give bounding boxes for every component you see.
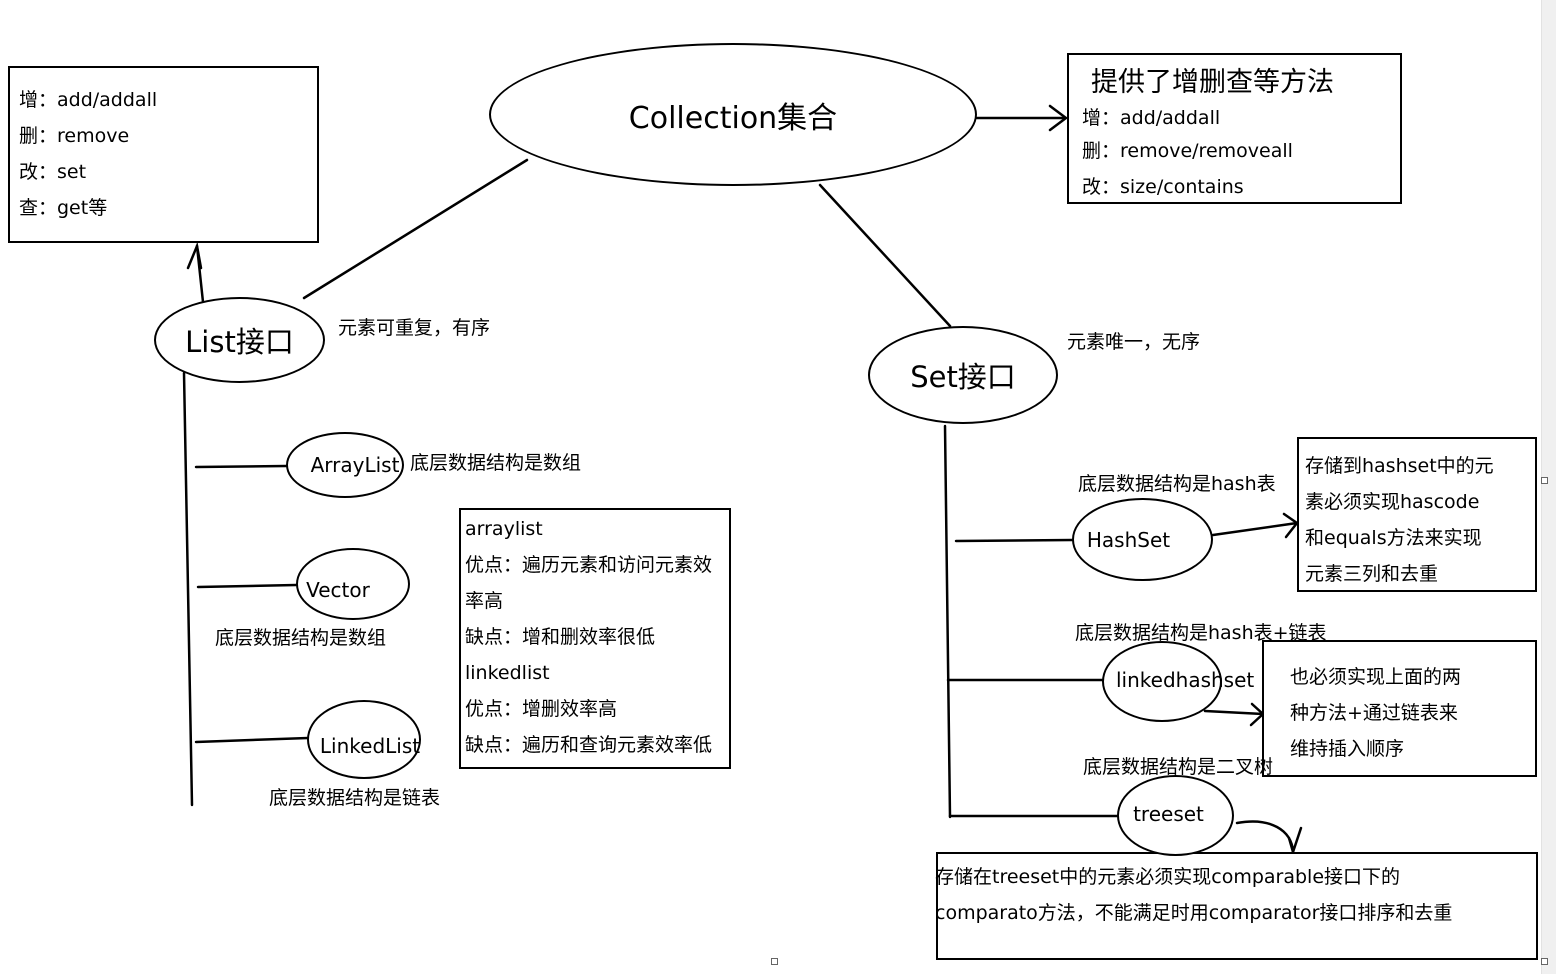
hashset-note-line: 和equals方法来实现 <box>1305 527 1482 549</box>
arrowhead-treeset-note <box>1287 826 1303 857</box>
set-trunk <box>943 424 952 819</box>
compare-line: 率高 <box>465 590 504 612</box>
compare-line: 缺点：遍历和查询元素效率低 <box>465 734 713 756</box>
set-node-label: Set接口 <box>910 360 1016 394</box>
linkedhashset-node: linkedhashset <box>1102 641 1254 722</box>
compare-line: linkedlist <box>465 662 550 684</box>
linkedhashset-node-label: linkedhashset <box>1116 667 1255 692</box>
linkedhashset-note-line: 种方法+通过链表来 <box>1290 702 1458 724</box>
edge-treeset-note <box>1235 820 1295 854</box>
vector-description: 底层数据结构是数组 <box>215 627 387 649</box>
edge-list-vector <box>196 583 298 589</box>
arrowhead-collection-box <box>1048 104 1069 132</box>
treeset-node-label: treeset <box>1133 802 1204 826</box>
collection-node: Collection集合 <box>489 43 977 186</box>
edge-list-linkedlist <box>194 736 310 744</box>
list-description: 元素可重复，有序 <box>338 317 491 339</box>
compare-line: arraylist <box>465 518 543 540</box>
linkedhashset-note-box: 也必须实现上面的两 种方法+通过链表来 维持插入顺序 <box>1262 640 1537 777</box>
collection-methods-heading: 提供了增删查等方法 <box>1091 67 1334 98</box>
linkedhashset-description: 底层数据结构是hash表+链表 <box>1075 622 1327 644</box>
hashset-node: HashSet <box>1072 498 1213 581</box>
canvas-resize-handle-right[interactable] <box>1541 477 1548 484</box>
arrowhead-list-box <box>186 241 203 270</box>
edge-linkedhashset-note <box>1203 709 1265 716</box>
linkedhashset-note-line: 维持插入顺序 <box>1290 738 1405 760</box>
list-method-line: 增：add/addall <box>19 89 158 111</box>
compare-line: 缺点：增和删效率很低 <box>465 626 656 648</box>
list-trunk <box>182 371 194 807</box>
linkedlist-description: 底层数据结构是链表 <box>269 787 441 809</box>
treeset-note-line: comparato方法，不能满足时用comparator接口排序和去重 <box>935 902 1453 924</box>
list-method-line: 删：remove <box>19 125 130 147</box>
list-node: List接口 <box>154 297 325 383</box>
vector-node: Vector <box>296 548 410 620</box>
collection-methods-box: 提供了增删查等方法 增：add/addall 删：remove/removeal… <box>1067 53 1402 204</box>
edge-set-hashset <box>954 538 1074 543</box>
compare-line: 优点：遍历元素和访问元素效 <box>465 554 713 576</box>
hashset-note-line: 元素三列和去重 <box>1305 563 1439 585</box>
vector-node-label: Vector <box>306 578 370 602</box>
compare-line: 优点：增删效率高 <box>465 698 618 720</box>
canvas-resize-handle-bottom[interactable] <box>771 958 778 965</box>
hashset-note-line: 存储到hashset中的元 <box>1305 455 1494 477</box>
treeset-note-line: 存储在treeset中的元素必须实现comparable接口下的 <box>935 866 1401 888</box>
edge-list-arraylist <box>194 464 288 469</box>
set-node: Set接口 <box>868 326 1058 424</box>
linkedlist-node-label: LinkedList <box>319 733 421 758</box>
vertical-scrollbar[interactable] <box>1541 0 1556 974</box>
list-compare-box: arraylist 优点：遍历元素和访问元素效 率高 缺点：增和删效率很低 li… <box>459 508 731 769</box>
set-description: 元素唯一，无序 <box>1067 331 1201 353</box>
linkedhashset-note-line: 也必须实现上面的两 <box>1290 666 1462 688</box>
edge-collection-list <box>302 158 529 300</box>
hashset-node-label: HashSet <box>1086 527 1171 552</box>
list-method-line: 查：get等 <box>19 197 108 219</box>
linkedlist-node: LinkedList <box>307 700 421 779</box>
treeset-description: 底层数据结构是二叉树 <box>1083 756 1274 778</box>
collection-method-line: 增：add/addall <box>1082 107 1221 129</box>
treeset-node: treeset <box>1117 775 1234 856</box>
arraylist-node-label: ArrayList <box>310 453 400 477</box>
edge-collection-set <box>818 183 952 328</box>
hashset-note-line: 素必须实现hascode <box>1305 491 1480 513</box>
collection-node-label: Collection集合 <box>628 100 838 136</box>
hashset-description: 底层数据结构是hash表 <box>1078 473 1276 495</box>
edge-hashset-note <box>1211 521 1299 537</box>
arraylist-description: 底层数据结构是数组 <box>410 452 582 474</box>
treeset-note-box: 存储在treeset中的元素必须实现comparable接口下的 compara… <box>935 852 1538 960</box>
collection-method-line: 删：remove/removeall <box>1082 140 1293 162</box>
list-methods-box: 增：add/addall 删：remove 改：set 查：get等 <box>8 66 319 243</box>
list-method-line: 改：set <box>19 161 87 183</box>
collection-method-line: 改：size/contains <box>1082 176 1244 198</box>
list-node-label: List接口 <box>185 325 294 359</box>
canvas-resize-handle-corner[interactable] <box>1541 958 1548 965</box>
hashset-note-box: 存储到hashset中的元 素必须实现hascode 和equals方法来实现 … <box>1297 437 1537 592</box>
arraylist-node: ArrayList <box>286 432 404 498</box>
